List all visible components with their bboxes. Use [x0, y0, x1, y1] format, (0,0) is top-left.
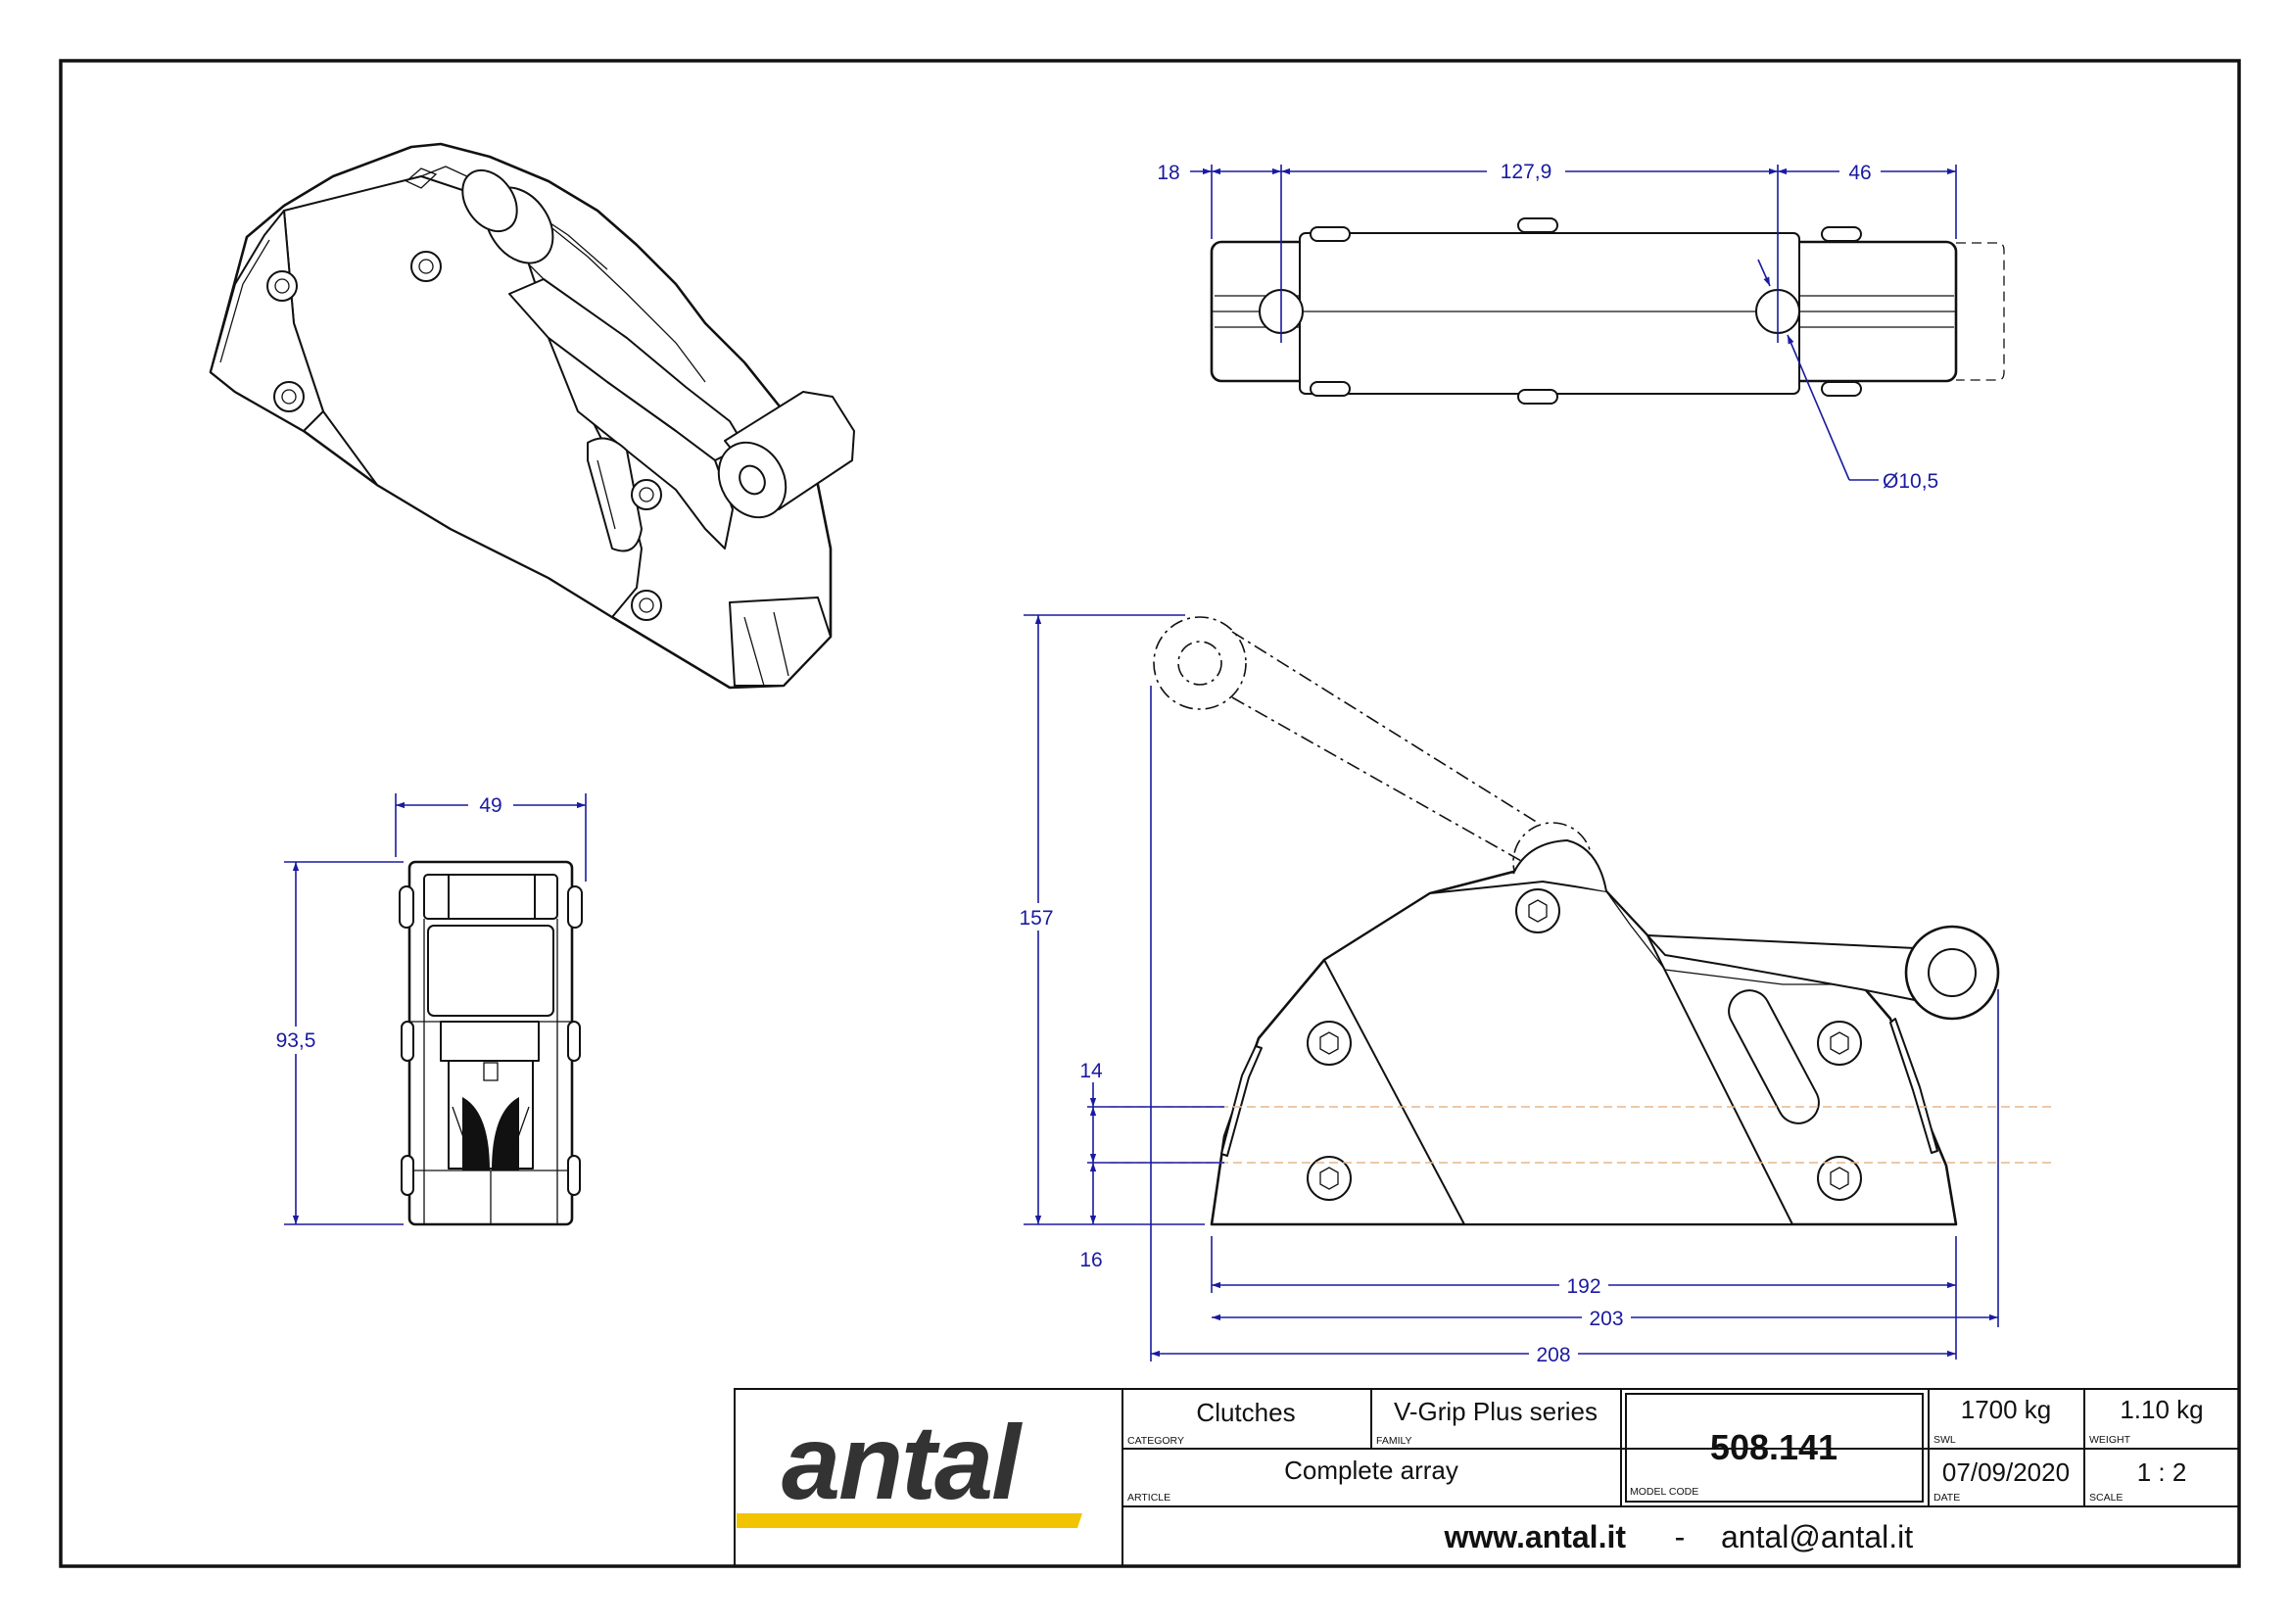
- dim-hole-diameter: Ø10,5: [1883, 470, 1938, 493]
- family-caption: FAMILY: [1376, 1435, 1412, 1447]
- top-view: 18 127,9 46 Ø10,5: [1144, 157, 2005, 493]
- dim-side-height: 93,5: [276, 1029, 316, 1052]
- swl-value: 1700 kg: [1961, 1395, 2052, 1424]
- contact-separator: -: [1675, 1519, 1686, 1554]
- email-link[interactable]: antal@antal.it: [1721, 1519, 1913, 1554]
- front-view: 157 14 16 192 203 208: [1014, 614, 2052, 1367]
- dim-side-width: 49: [479, 794, 501, 817]
- category-caption: CATEGORY: [1127, 1435, 1184, 1447]
- dim-base-203: 203: [1589, 1308, 1623, 1330]
- dim-base-208: 208: [1536, 1344, 1570, 1366]
- dim-base-192: 192: [1566, 1275, 1600, 1298]
- weight-value: 1.10 kg: [2120, 1395, 2203, 1424]
- antal-logo: antal: [782, 1403, 1023, 1521]
- model-code-caption: MODEL CODE: [1630, 1486, 1698, 1498]
- side-view: 49 93,5: [269, 791, 587, 1226]
- dim-top-right: 46: [1848, 162, 1871, 184]
- dim-top-left: 18: [1157, 162, 1179, 184]
- title-block: antal Clutches CATEGORY V-Grip Plus seri…: [734, 1388, 2240, 1567]
- scale-caption: SCALE: [2089, 1492, 2123, 1504]
- logo-yellow-bar: [737, 1513, 1082, 1528]
- date-caption: DATE: [1933, 1492, 1960, 1504]
- article-caption: ARTICLE: [1127, 1492, 1170, 1504]
- scale-value: 1 : 2: [2137, 1457, 2187, 1487]
- isometric-view: [209, 142, 855, 690]
- dim-front-upper: 14: [1079, 1060, 1103, 1082]
- dim-front-height: 157: [1019, 907, 1053, 930]
- website-link[interactable]: www.antal.it: [1444, 1519, 1627, 1554]
- family-value: V-Grip Plus series: [1394, 1397, 1598, 1426]
- dim-front-lower: 16: [1079, 1249, 1102, 1271]
- dim-top-mid: 127,9: [1501, 161, 1552, 183]
- article-value: Complete array: [1284, 1456, 1458, 1485]
- date-value: 07/09/2020: [1942, 1457, 2070, 1487]
- weight-caption: WEIGHT: [2089, 1434, 2131, 1446]
- model-code-value: 508.141: [1710, 1427, 1838, 1467]
- category-value: Clutches: [1196, 1398, 1295, 1427]
- swl-caption: SWL: [1933, 1434, 1956, 1446]
